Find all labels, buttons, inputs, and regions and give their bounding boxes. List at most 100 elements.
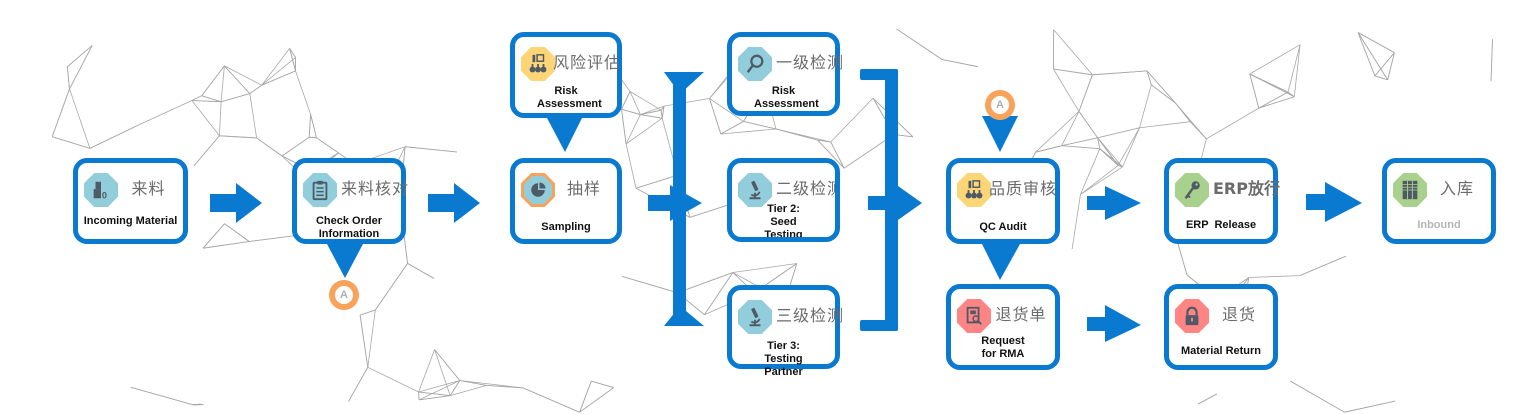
node-tier3-testing[interactable]: 三级检测 Tier 3: Testing Partner bbox=[727, 285, 843, 378]
map-mesh-line bbox=[348, 367, 369, 402]
node-material-return[interactable]: 退货 Material Return bbox=[1164, 284, 1278, 370]
map-mesh-line bbox=[1357, 32, 1395, 53]
marker-label: A bbox=[335, 286, 353, 304]
map-mesh-line bbox=[1080, 165, 1119, 195]
document-search-icon bbox=[957, 299, 991, 333]
map-mesh-line bbox=[709, 98, 744, 122]
node-risk-assessment[interactable]: 风险评估 Risk Assessment bbox=[510, 32, 622, 118]
map-mesh-line bbox=[625, 114, 641, 145]
node-check-order[interactable]: 来料核对 Check Order Information bbox=[292, 158, 408, 244]
map-mesh-line bbox=[579, 380, 592, 413]
map-mesh-line bbox=[629, 91, 641, 115]
map-mesh-line bbox=[289, 48, 296, 58]
node-qc-audit[interactable]: 品质审核 QC Audit bbox=[946, 158, 1060, 244]
map-mesh-line bbox=[1035, 111, 1080, 153]
map-mesh-line bbox=[1071, 194, 1081, 250]
map-mesh-line bbox=[817, 139, 831, 143]
connector-marker-a: A bbox=[985, 90, 1015, 120]
arrow-check-to-marker bbox=[327, 244, 363, 278]
node-zh-label: 退货 bbox=[1221, 305, 1256, 324]
clipboard-icon bbox=[303, 173, 337, 207]
map-mesh-line bbox=[219, 135, 257, 139]
map-mesh-line bbox=[359, 309, 376, 316]
map-mesh-line bbox=[1357, 32, 1389, 81]
node-zh-label: 风险评估 bbox=[553, 53, 622, 72]
arrow-qc-to-rma bbox=[982, 244, 1020, 280]
node-en-label: Check Order Information bbox=[315, 215, 383, 240]
arrow-check-to-sampling bbox=[428, 183, 480, 223]
map-mesh-line bbox=[1151, 84, 1176, 104]
node-tier2-testing[interactable]: 二级检测 Tier 2: Seed Testing Lab bbox=[727, 158, 840, 242]
map-mesh-line bbox=[407, 263, 435, 279]
map-mesh-line bbox=[522, 387, 580, 413]
map-mesh-line bbox=[1249, 73, 1260, 109]
map-mesh-line bbox=[720, 121, 744, 135]
map-mesh-line bbox=[660, 105, 665, 111]
bottles-icon bbox=[521, 47, 555, 81]
map-mesh-line bbox=[1097, 137, 1123, 168]
node-tier1-testing[interactable]: 一级检测 Risk Assessment bbox=[727, 32, 843, 116]
map-mesh-line bbox=[486, 385, 524, 389]
map-mesh-line bbox=[249, 93, 257, 138]
node-inbound[interactable]: 入库 Inbound bbox=[1382, 158, 1496, 244]
map-mesh-line bbox=[621, 276, 678, 294]
map-mesh-line bbox=[224, 65, 262, 86]
map-mesh-line bbox=[201, 95, 222, 103]
map-mesh-line bbox=[261, 48, 290, 86]
map-mesh-line bbox=[732, 263, 797, 273]
map-mesh-line bbox=[635, 174, 678, 189]
map-mesh-line bbox=[295, 70, 311, 115]
map-mesh-line bbox=[775, 128, 818, 141]
node-en-label: Incoming Material bbox=[83, 215, 178, 227]
map-mesh-line bbox=[193, 135, 220, 167]
node-en-label: Material Return bbox=[1180, 345, 1262, 357]
node-incoming-material[interactable]: 0 来料 Incoming Material bbox=[73, 158, 188, 244]
node-zh-label: 入库 bbox=[1439, 179, 1474, 198]
map-mesh-line bbox=[52, 136, 91, 149]
node-en-label: Request for RMA bbox=[981, 335, 1025, 360]
split-bottom-tip bbox=[664, 306, 704, 326]
map-mesh-line bbox=[404, 146, 458, 153]
map-mesh-line bbox=[130, 386, 194, 406]
map-mesh-line bbox=[1146, 70, 1176, 104]
map-mesh-line bbox=[434, 349, 451, 396]
map-mesh-line bbox=[418, 391, 451, 396]
map-mesh-line bbox=[1293, 44, 1301, 97]
map-mesh-line bbox=[677, 272, 734, 294]
map-mesh-line bbox=[310, 114, 317, 138]
arrow-risk-to-sampling bbox=[547, 118, 582, 152]
map-mesh-line bbox=[449, 380, 461, 396]
map-mesh-line bbox=[66, 66, 70, 89]
bottles-icon bbox=[957, 173, 991, 207]
map-mesh-line bbox=[261, 57, 296, 86]
map-mesh-line bbox=[281, 136, 310, 157]
map-mesh-line bbox=[621, 108, 641, 115]
map-mesh-line bbox=[743, 121, 777, 130]
arrow-erp-to-inbound bbox=[1306, 182, 1362, 222]
map-mesh-line bbox=[660, 110, 663, 119]
map-mesh-line bbox=[640, 109, 662, 115]
map-mesh-line bbox=[224, 223, 250, 242]
map-mesh-line bbox=[1053, 68, 1093, 76]
map-mesh-line bbox=[1139, 84, 1152, 128]
map-mesh-line bbox=[1374, 75, 1388, 81]
connector-marker-a: A bbox=[329, 280, 359, 310]
node-sampling[interactable]: 抽样 Sampling bbox=[510, 158, 622, 244]
map-mesh-line bbox=[201, 65, 225, 96]
microscope-icon bbox=[738, 300, 772, 334]
map-mesh-line bbox=[1299, 255, 1347, 276]
node-erp-release[interactable]: ERP放行 ERP Release bbox=[1164, 158, 1280, 244]
map-mesh-line bbox=[621, 91, 631, 110]
node-request-rma[interactable]: 退货单 Request for RMA bbox=[946, 284, 1060, 370]
map-mesh-line bbox=[1197, 393, 1217, 405]
microscope-icon bbox=[738, 173, 772, 207]
map-mesh-line bbox=[309, 136, 317, 139]
map-mesh-line bbox=[1190, 121, 1207, 140]
map-mesh-line bbox=[220, 93, 250, 103]
map-mesh-line bbox=[220, 65, 225, 102]
map-mesh-line bbox=[1078, 74, 1093, 112]
map-mesh-line bbox=[418, 395, 451, 401]
map-mesh-line bbox=[261, 70, 296, 86]
map-mesh-line bbox=[1078, 111, 1098, 139]
map-mesh-line bbox=[308, 114, 311, 138]
